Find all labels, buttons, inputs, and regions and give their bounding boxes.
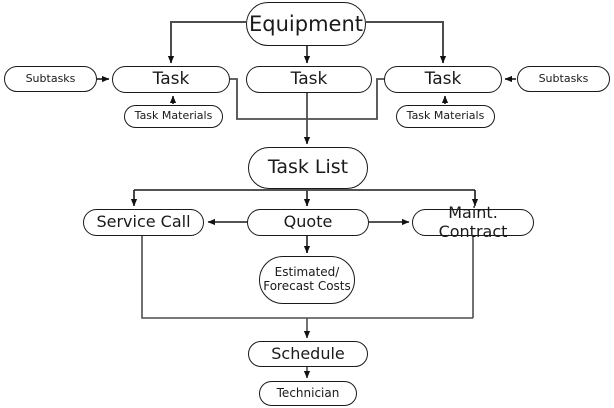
node-task-materials-right[interactable]: Task Materials (396, 105, 495, 128)
node-estimated-forecast-costs[interactable]: Estimated/ Forecast Costs (259, 256, 355, 304)
node-service-call[interactable]: Service Call (83, 209, 204, 236)
node-schedule[interactable]: Schedule (248, 341, 368, 367)
edge-task-right-tasklist (307, 78, 384, 120)
node-task-list[interactable]: Task List (248, 147, 368, 189)
node-task-materials-left[interactable]: Task Materials (124, 105, 223, 128)
node-technician[interactable]: Technician (259, 381, 357, 406)
node-subtasks-right[interactable]: Subtasks (517, 66, 610, 92)
edge-equipment-task-right (366, 21, 447, 64)
node-task-right[interactable]: Task (384, 66, 502, 93)
node-subtasks-left[interactable]: Subtasks (4, 66, 97, 92)
edge-task-left-tasklist (230, 78, 307, 120)
node-quote[interactable]: Quote (247, 209, 369, 236)
edge-service-call-schedule (141, 236, 473, 319)
node-task-middle[interactable]: Task (246, 66, 372, 93)
node-maint-contract[interactable]: Maint. Contract (412, 203, 534, 240)
edge-equipment-task-left (167, 21, 246, 64)
node-equipment[interactable]: Equipment (246, 2, 366, 46)
node-task-left[interactable]: Task (112, 66, 230, 93)
